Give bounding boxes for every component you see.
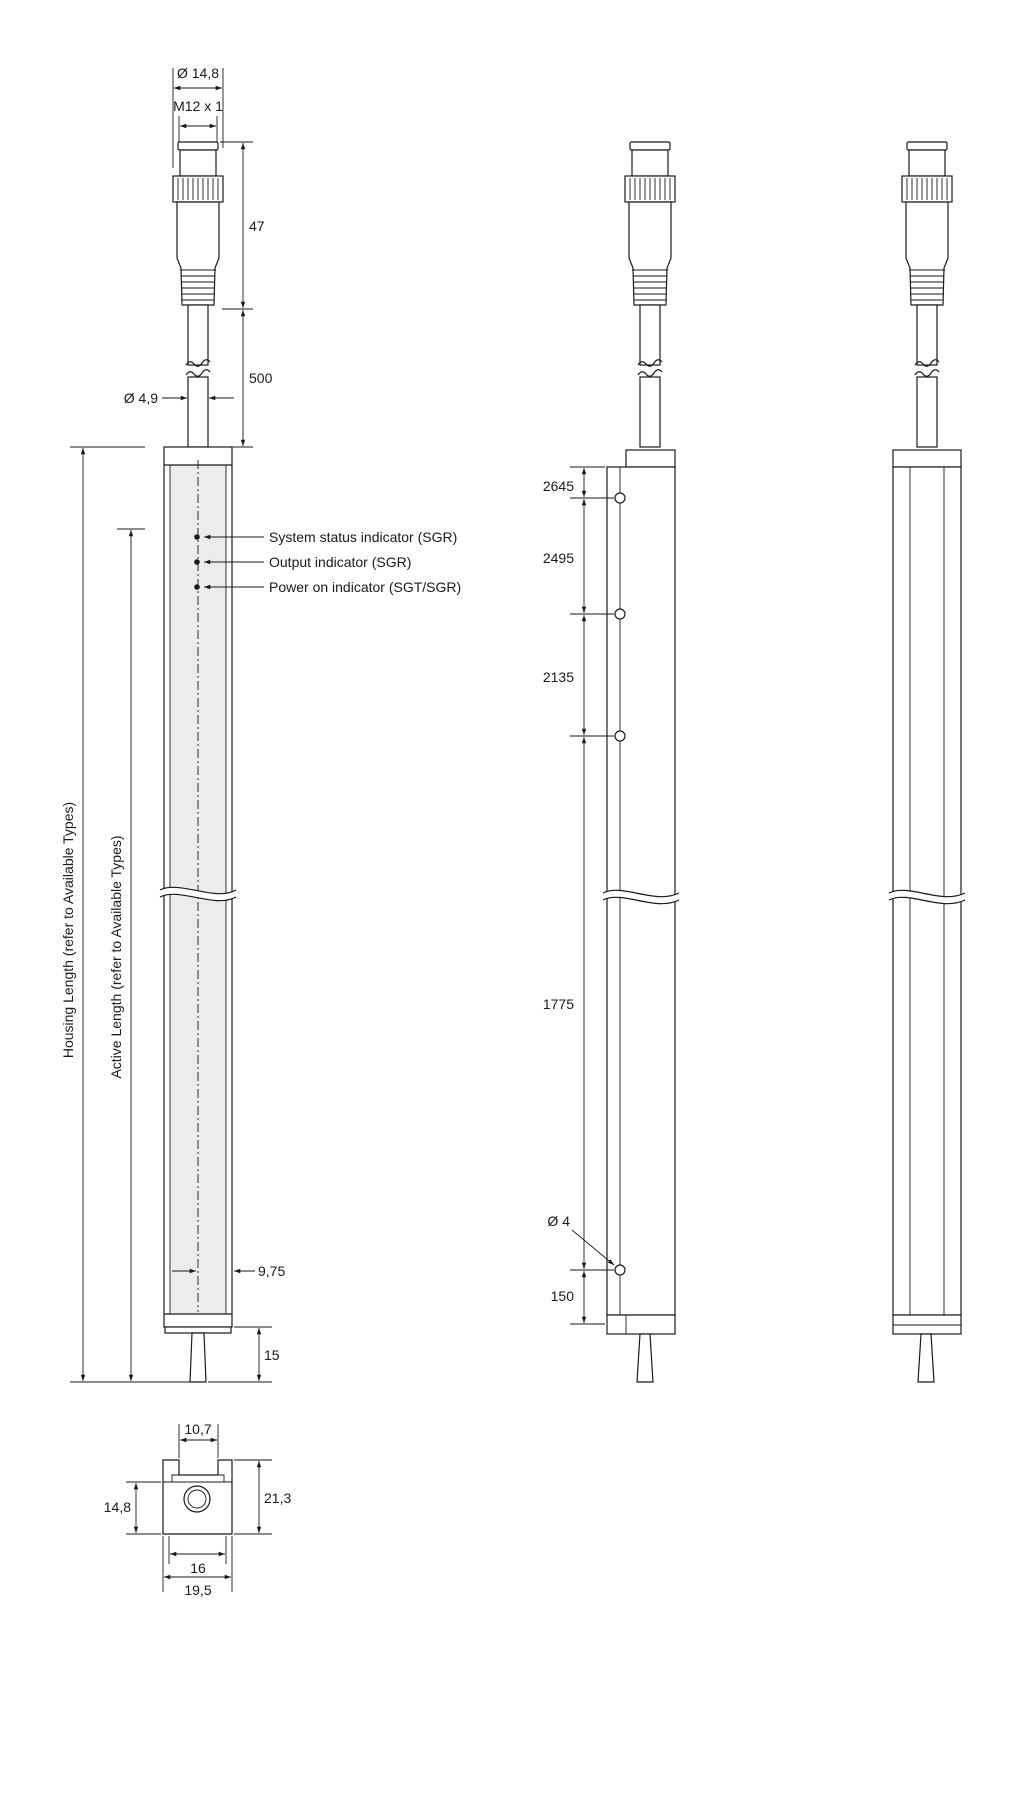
connector-front	[172, 141, 224, 448]
mounting-hole	[614, 608, 626, 620]
dim-connector-diameter: Ø 14,8	[172, 65, 224, 168]
indicator-dot	[194, 584, 200, 590]
dim-cable-length: 500	[213, 310, 273, 448]
dim-thread: M12 x 1	[173, 98, 223, 142]
dim-label-inner-width: 16	[190, 1560, 206, 1576]
cross-section: 10,7 14,8 21,3 16 19,5	[104, 1421, 292, 1598]
back-view	[888, 141, 966, 1383]
mounting-hole	[614, 730, 626, 742]
dim-label-total-width: 19,5	[184, 1582, 211, 1598]
dim-label-spacing-top: 2645	[543, 478, 574, 494]
dim-housing-length: Housing Length (refer to Available Types…	[60, 446, 190, 1383]
indicator-label-power: Power on indicator (SGT/SGR)	[269, 579, 461, 595]
dim-label-connector-diameter: Ø 14,8	[177, 65, 219, 81]
dim-label-spacing-bottom: 150	[551, 1288, 575, 1304]
housing-back	[888, 449, 966, 1383]
dim-label-thread: M12 x 1	[173, 98, 223, 114]
dim-label-center-height: 14,8	[104, 1499, 131, 1515]
dim-connector-length: 47	[220, 141, 265, 310]
indicator-list: System status indicator (SGR) Output ind…	[194, 529, 461, 595]
mounting-hole	[614, 1264, 626, 1276]
dim-label-end-cap: 15	[264, 1347, 280, 1363]
dim-label-slot-width: 10,7	[184, 1421, 211, 1437]
dim-label-cable-length: 500	[249, 370, 273, 386]
connector-back	[901, 141, 953, 448]
side-view: 2645 2495 2135 1775 150 Ø 4	[543, 141, 680, 1383]
housing-front	[159, 446, 237, 1383]
dim-label-active-length: Active Length (refer to Available Types)	[108, 835, 124, 1078]
hole-spacing-dims: 2645 2495 2135 1775 150 Ø 4	[543, 466, 615, 1325]
dim-label-connector-length: 47	[249, 218, 265, 234]
dim-label-cable-diameter: Ø 4,9	[124, 390, 158, 406]
dim-label-housing-length: Housing Length (refer to Available Types…	[60, 802, 76, 1058]
dim-label-spacing-4: 1775	[543, 996, 574, 1012]
indicator-dot	[194, 534, 200, 540]
front-view: System status indicator (SGR) Output ind…	[60, 65, 461, 1383]
indicator-dot	[194, 559, 200, 565]
dim-label-hole-diameter: Ø 4	[547, 1213, 570, 1229]
dim-label-total-height: 21,3	[264, 1490, 291, 1506]
dim-end-cap: 15	[208, 1326, 280, 1383]
indicator-label-output: Output indicator (SGR)	[269, 554, 411, 570]
connector-side	[624, 141, 676, 448]
dim-lens-offset: 9,75	[172, 1263, 285, 1279]
housing-side	[602, 449, 680, 1383]
dim-cable-diameter: Ø 4,9	[124, 390, 234, 406]
mounting-hole	[614, 492, 626, 504]
dim-label-spacing-2: 2495	[543, 550, 574, 566]
dim-active-length: Active Length (refer to Available Types)	[108, 528, 145, 1381]
indicator-label-system-status: System status indicator (SGR)	[269, 529, 457, 545]
dim-label-lens-offset: 9,75	[258, 1263, 285, 1279]
dim-label-spacing-3: 2135	[543, 669, 574, 685]
